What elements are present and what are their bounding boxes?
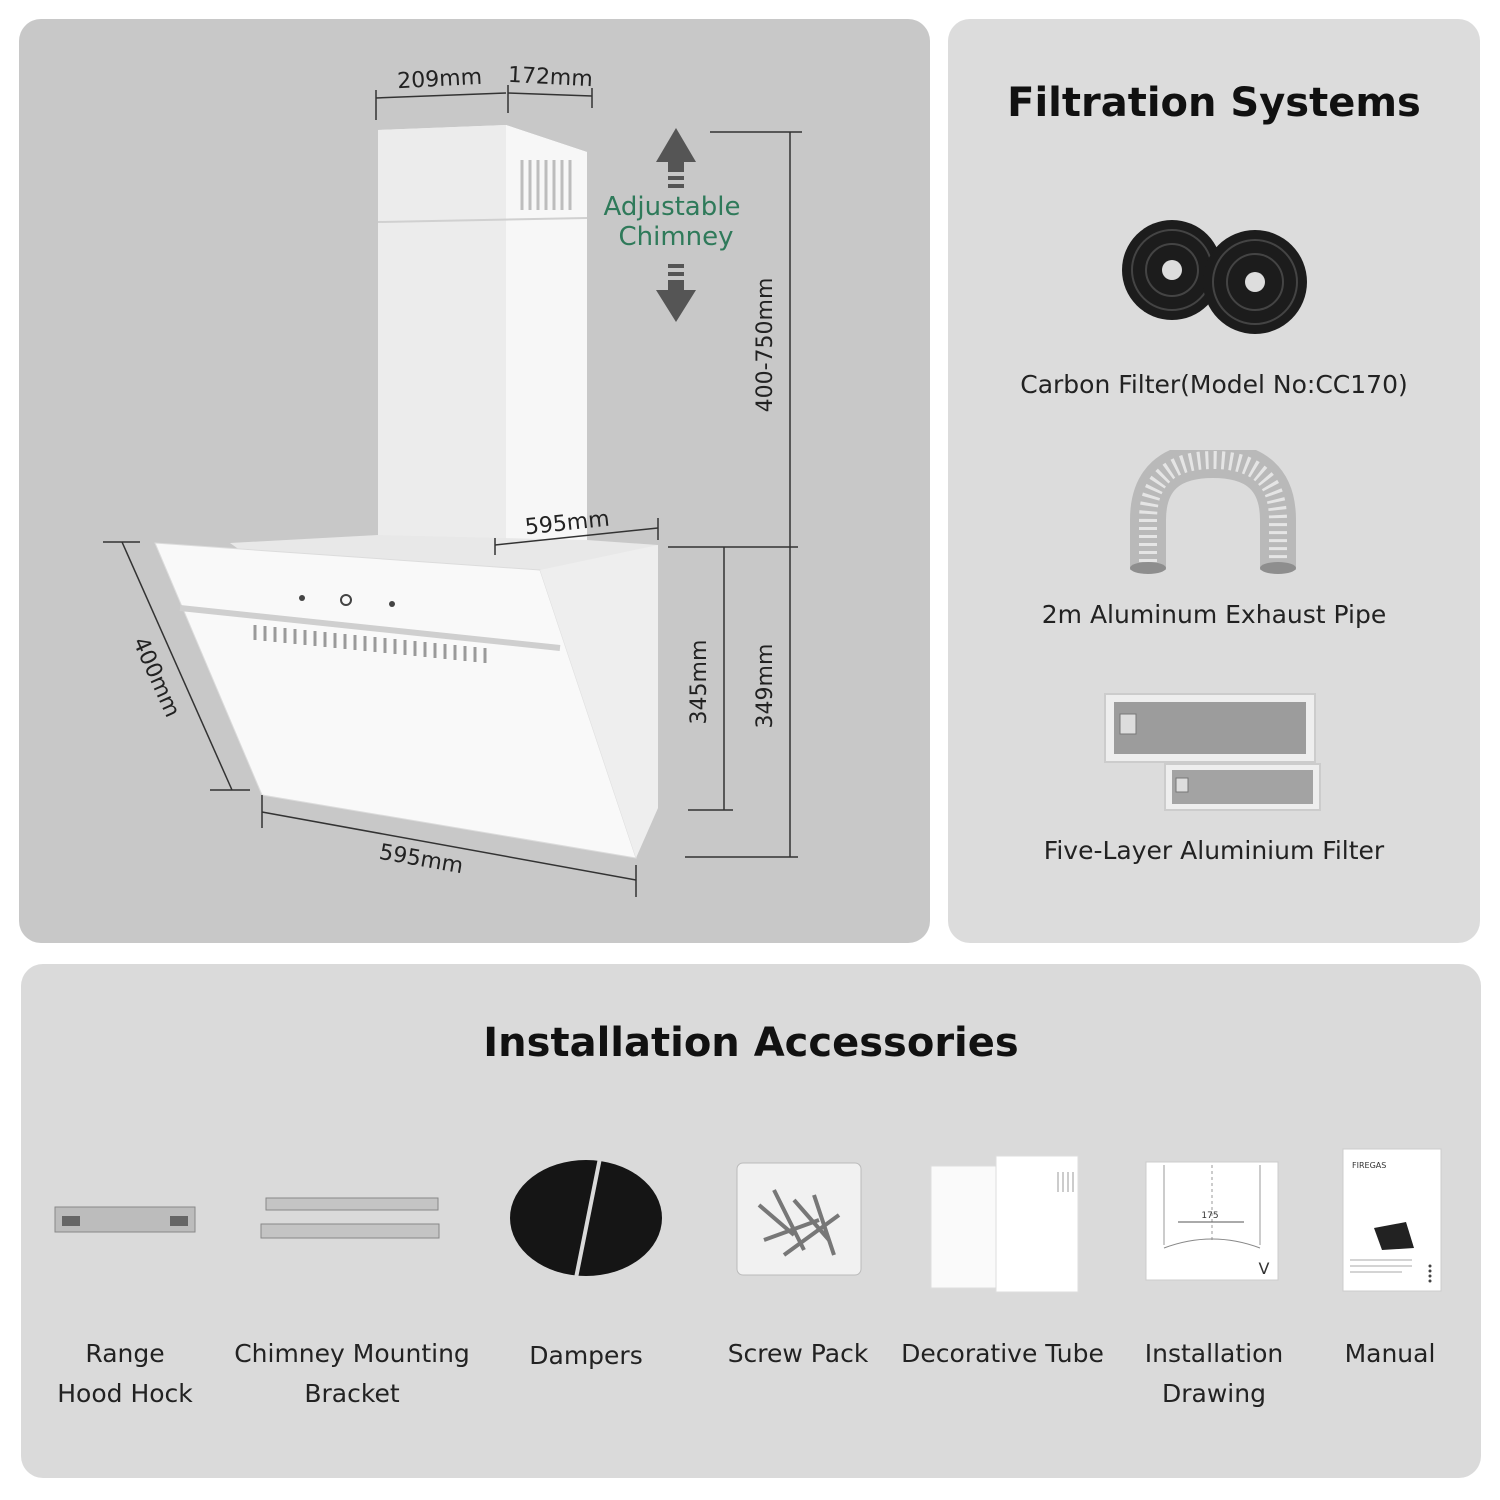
drawing-dimension: 175 [1201,1211,1218,1221]
accessory-label-tube: Decorative Tube [901,1339,1104,1368]
accessory-label-hook: Range Hood Hock [57,1339,193,1408]
accessory-label-bracket: Chimney Mounting Bracket [234,1339,470,1408]
adjust-arrows-icon [656,128,696,322]
range-hood-diagram: Adjustable Chimney 209mm 172mm 400-750mm… [103,63,802,897]
decorative-tube-icon [930,1155,1079,1293]
chimney-width-label: 209mm [397,65,483,94]
accessory-label-manual: Manual [1344,1339,1436,1368]
body-height-label: 345mm [687,640,712,725]
chimney-depth-label: 172mm [507,63,593,92]
exhaust-pipe-icon [1130,450,1296,574]
chimney-label: Chimney [618,222,733,252]
adjustable-label: Adjustable [604,192,741,222]
accessory-label-drawing: Installation Drawing [1144,1339,1284,1408]
dimension-lines [103,85,802,897]
accessory-label-screws: Screw Pack [727,1339,869,1368]
drawing-mark: V [1259,1259,1270,1278]
aluminium-filter-icon [1104,693,1321,811]
control-button-icon [389,601,395,607]
chimney-illustration [377,125,588,560]
control-button-icon [299,595,305,601]
accessory-label-dampers: Dampers [529,1341,643,1370]
power-button-icon [340,594,352,606]
aluminium-filter-label: Five-Layer Aluminium Filter [1043,836,1385,865]
filtration-title: Filtration Systems [1007,80,1421,126]
accessories-title: Installation Accessories [483,1020,1019,1066]
filter-label: Carbon Filter(Model No:CC170) [1020,370,1408,399]
range-hood-hook-icon [54,1206,196,1233]
screw-pack-icon [736,1162,862,1276]
mounting-bracket-icon [260,1197,440,1239]
manual-brand: FIREGAS [1352,1161,1386,1170]
hood-body-illustration [154,535,658,859]
damper-icon [510,1158,662,1278]
pipe-label: 2m Aluminum Exhaust Pipe [1041,600,1387,629]
carbon-filter-icon [1122,220,1307,334]
manual-icon: FIREGAS [1342,1148,1442,1292]
total-height-label: 349mm [753,644,778,729]
chimney-height-label: 400-750mm [753,278,778,413]
installation-drawing-icon: 175 V [1145,1161,1279,1281]
glass-depth-label: 400mm [127,634,184,722]
